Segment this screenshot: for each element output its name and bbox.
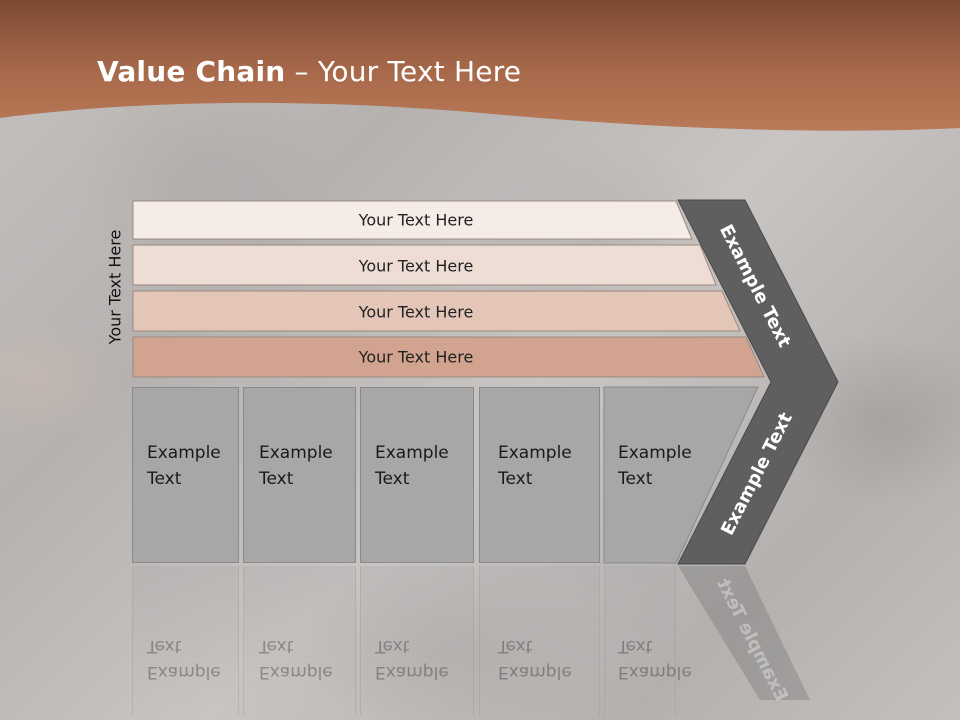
box-1-label: Example Text <box>147 443 221 489</box>
box-3-label: Example Text <box>375 443 449 489</box>
bar-1-label: Your Text Here <box>358 210 474 230</box>
box-4-reflection <box>479 566 600 716</box>
chevron <box>677 199 839 565</box>
box-2 <box>243 387 356 563</box>
box-2-reflection <box>243 566 356 716</box>
box-2-label: Example Text <box>259 443 333 489</box>
bar-1 <box>132 200 693 240</box>
title-bold: Value Chain <box>97 55 286 88</box>
chevron-reflection <box>678 566 810 700</box>
box-4-reflection-text: Example Text <box>498 636 572 682</box>
box-3-reflection-text: Example Text <box>375 636 449 682</box>
bar-4-label: Your Text Here <box>358 347 474 367</box>
box-4-label: Example Text <box>498 443 572 489</box>
bar-2 <box>132 244 717 286</box>
box-5-shape <box>603 386 759 564</box>
box-1-reflection-text: Example Text <box>147 636 221 682</box>
title-rest: – Your Text Here <box>285 55 522 88</box>
bar-2-label: Your Text Here <box>358 256 474 276</box>
box-5-label: Example Text <box>618 443 692 489</box>
box-1-reflection <box>132 566 239 716</box>
box-2-reflection-text: Example Text <box>259 636 333 682</box>
bar-4 <box>132 336 765 378</box>
bar-3-label: Your Text Here <box>358 302 474 322</box>
box-3 <box>360 387 474 563</box>
bar-3 <box>132 290 741 332</box>
box-3-reflection <box>360 566 474 716</box>
box-1 <box>132 387 239 563</box>
header-banner <box>0 0 960 131</box>
box-4 <box>479 387 600 563</box>
box-5-reflection-text: Example Text <box>618 636 692 682</box>
box-5-reflection <box>604 566 676 716</box>
slide-title: Value Chain – Your Text Here <box>97 55 521 88</box>
